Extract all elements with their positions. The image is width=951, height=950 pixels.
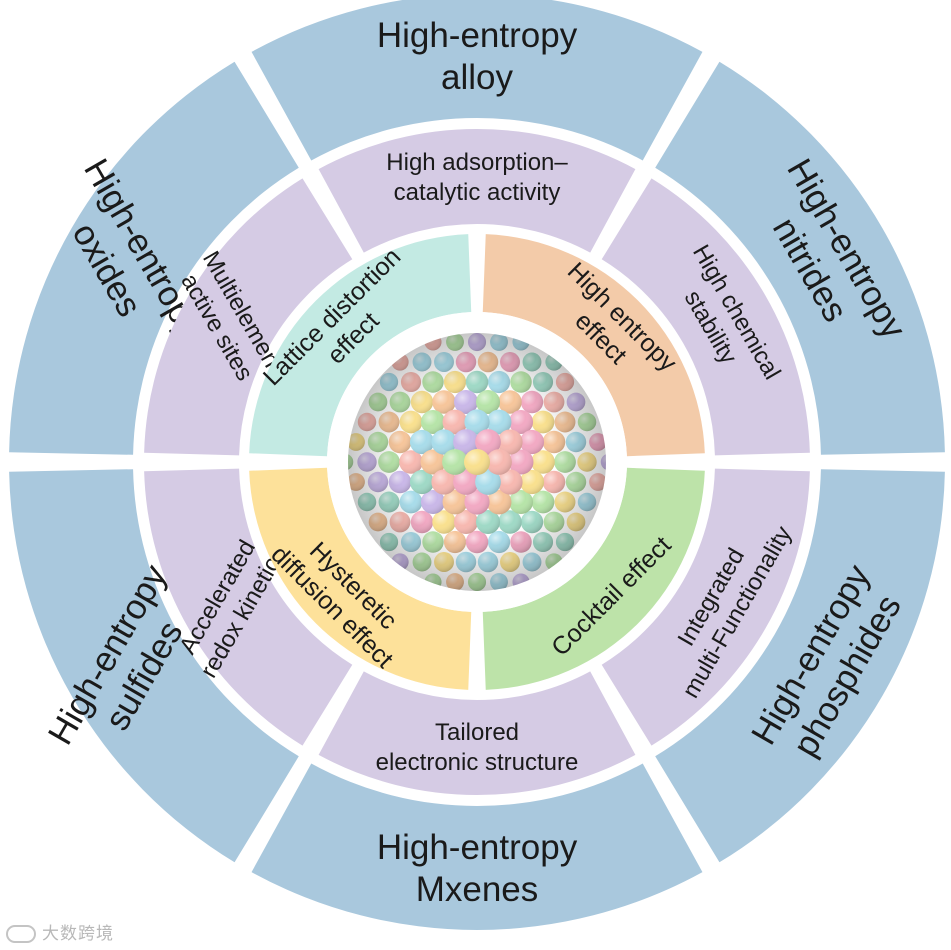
outer-segment-shape (9, 469, 299, 863)
middle-segment-shape (144, 178, 353, 456)
middle-segment-electronic-structure: Tailored electronic structure (318, 671, 636, 795)
watermark-logo-icon (6, 925, 36, 943)
outer-segment-shape (9, 61, 299, 455)
watermark-text: 大数跨境 (42, 924, 114, 944)
middle-label-line-1: High adsorption– (386, 149, 568, 176)
outer-segment-shape (655, 61, 945, 455)
middle-segment-shape (318, 671, 636, 795)
outer-segment-shape (251, 763, 703, 930)
outer-segment-shape (655, 469, 945, 863)
middle-label-line-2: electronic structure (376, 749, 579, 776)
outer-label-line-2: alloy (441, 58, 513, 97)
quadrant-shape (482, 467, 705, 690)
watermark: 大数跨境 (6, 919, 114, 944)
middle-segment-shape (318, 128, 636, 253)
middle-label: Tailored electronic structure (376, 719, 579, 776)
outer-label-line-1: High-entropy (377, 16, 578, 55)
middle-segment-redox-kinetics: Acceleratedredox kinetics (144, 468, 353, 746)
outer-segment-sulfides: High-entropysulfides (9, 469, 299, 863)
middle-segment-adsorption: High adsorption– catalytic activity (318, 128, 636, 253)
middle-label-line-1: Tailored (435, 719, 519, 746)
middle-ring: High adsorption– catalytic activity High … (144, 128, 810, 795)
quadrant-shape (249, 234, 472, 457)
middle-segment-shape (601, 178, 810, 456)
nanoparticle-shadow (348, 333, 606, 591)
outer-segment-shape (251, 0, 703, 161)
outer-label-line-2: Mxenes (416, 870, 539, 909)
quadrant-shape (249, 467, 472, 690)
middle-label: High adsorption– catalytic activity (386, 149, 568, 206)
outer-label-line-1: High-entropy (377, 828, 578, 867)
middle-segment-shape (601, 468, 810, 746)
middle-segment-active-sites: Multielementactive sites (144, 178, 353, 456)
middle-segment-shape (144, 468, 353, 746)
quadrant-shape (482, 234, 705, 457)
middle-label-line-2: catalytic activity (394, 179, 561, 206)
